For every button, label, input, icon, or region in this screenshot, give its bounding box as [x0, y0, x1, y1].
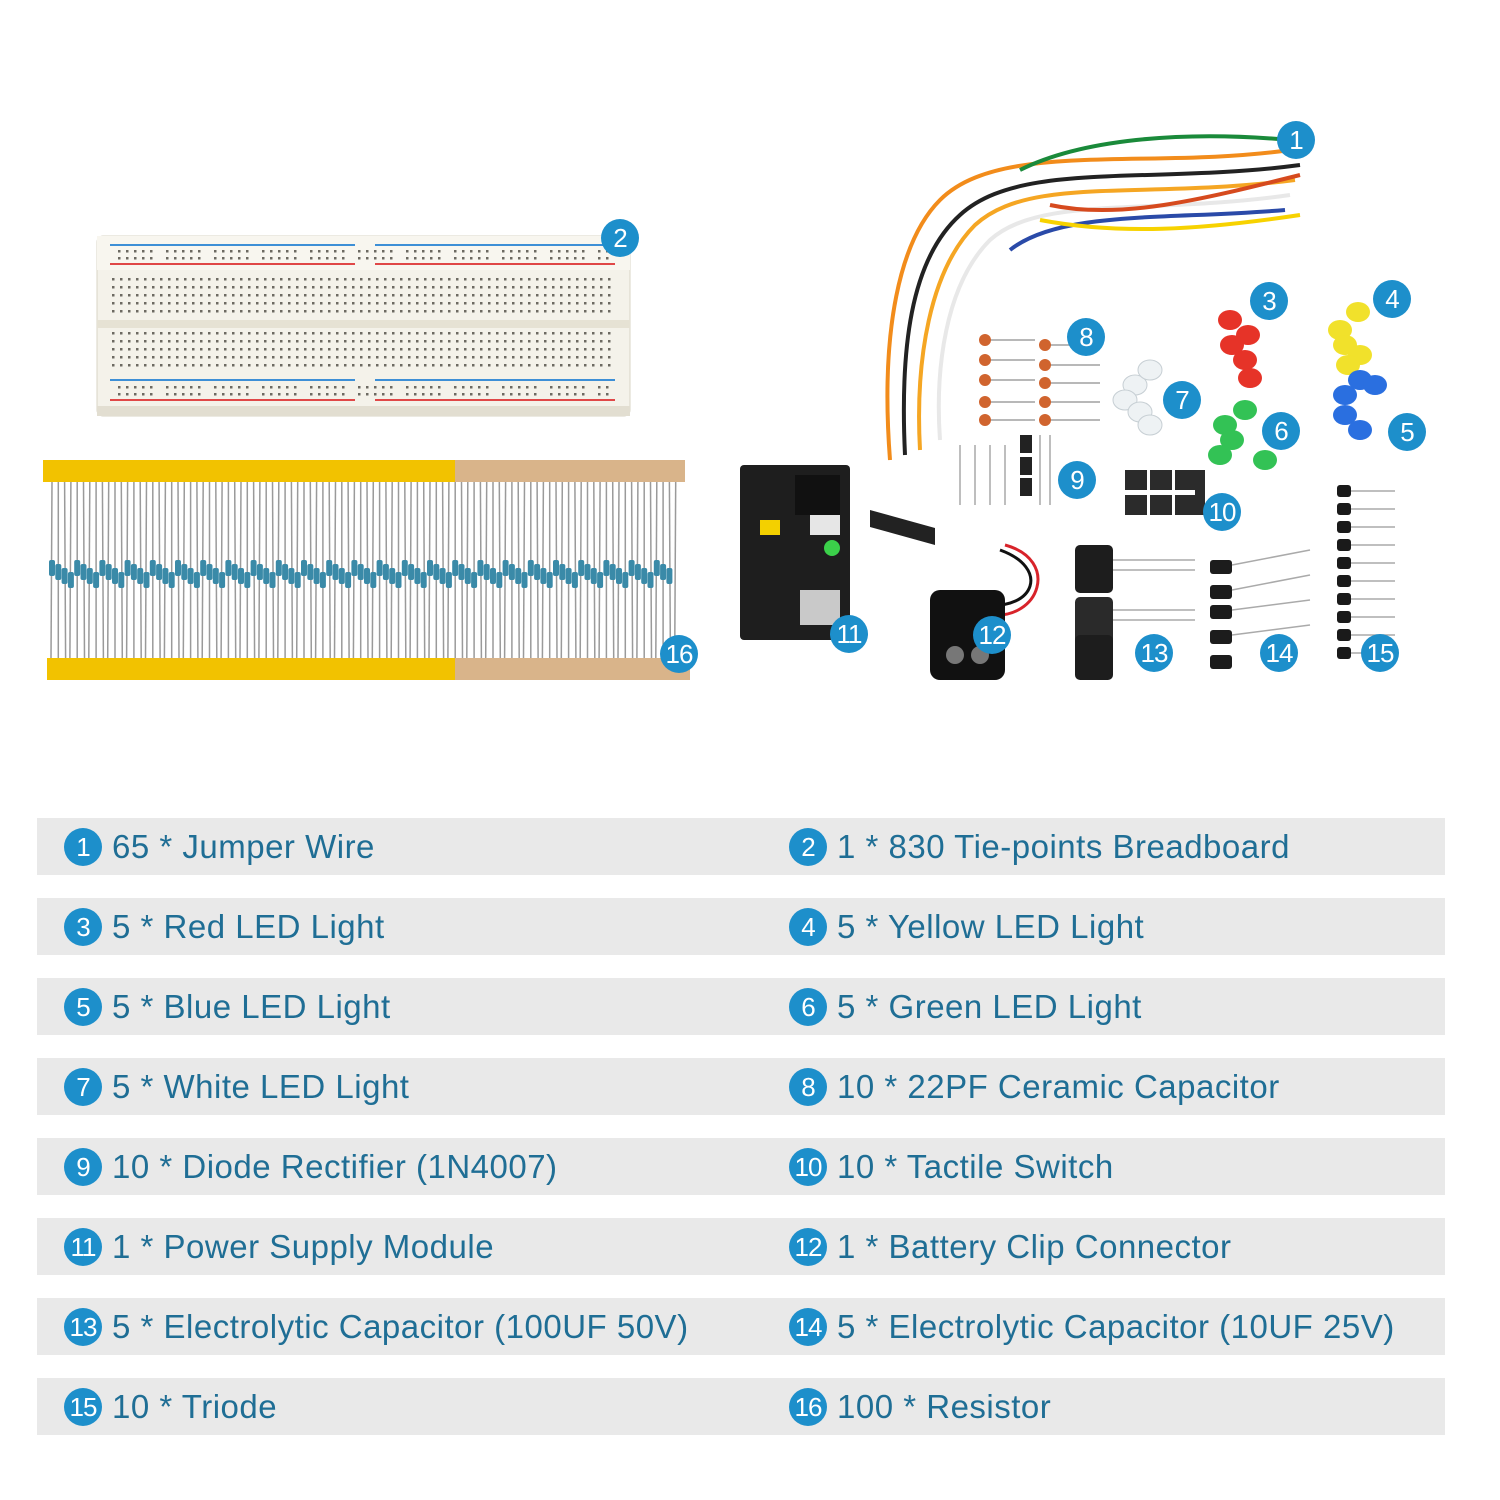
blue-leds-image: [1333, 370, 1387, 440]
legend-number-badge: 13: [64, 1307, 102, 1346]
legend-number-badge: 10: [789, 1147, 827, 1186]
breadboard-image: [96, 235, 631, 417]
callout-badge-1: 1: [1277, 121, 1315, 159]
legend-row: 7 5 * White LED Light 8 10 * 22PF Ceramic …: [37, 1058, 1445, 1115]
legend-item-label: 1 * Power Supply Module: [112, 1227, 495, 1265]
legend-item-label: 5 * Red LED Light: [112, 907, 385, 945]
legend-item-red-led: 3 5 * Red LED Light: [64, 898, 385, 955]
triodes-image: [1337, 485, 1395, 659]
electrolytic-capacitors-10uf-image: [1210, 549, 1311, 669]
callout-badge-14: 14: [1260, 634, 1298, 672]
legend-item-diode: 9 10 * Diode Rectifier (1N4007): [64, 1138, 558, 1195]
legend-item-label: 65 * Jumper Wire: [112, 827, 375, 865]
legend-number-badge: 7: [64, 1067, 102, 1106]
legend-number-badge: 9: [64, 1147, 102, 1186]
legend-item-white-led: 7 5 * White LED Light: [64, 1058, 409, 1115]
callout-badge-15: 15: [1361, 634, 1399, 672]
legend-row: 15 10 * Triode 16 100 * Resistor: [37, 1378, 1445, 1435]
callout-badge-5: 5: [1388, 413, 1426, 451]
legend-item-electrolytic-100uf: 13 5 * Electrolytic Capacitor (100UF 50V): [64, 1298, 689, 1355]
legend-number-badge: 4: [789, 907, 827, 946]
legend-item-label: 5 * Electrolytic Capacitor (10UF 25V): [837, 1307, 1395, 1345]
callout-badge-8: 8: [1067, 318, 1105, 356]
callout-badge-6: 6: [1262, 412, 1300, 450]
green-leds-image: [1208, 400, 1277, 470]
red-leds-image: [1218, 310, 1262, 388]
callout-badge-7: 7: [1163, 381, 1201, 419]
legend-row: 11 1 * Power Supply Module 12 1 * Battery …: [37, 1218, 1445, 1275]
callout-badge-4: 4: [1373, 280, 1411, 318]
legend-row: 13 5 * Electrolytic Capacitor (100UF 50V)…: [37, 1298, 1445, 1355]
jumper-wires-image: [885, 134, 1301, 461]
legend-number-badge: 1: [64, 827, 102, 866]
legend-item-green-led: 6 5 * Green LED Light: [789, 978, 1142, 1035]
callout-badge-16: 16: [660, 635, 698, 673]
legend-item-label: 100 * Resistor: [837, 1387, 1052, 1425]
electrolytic-capacitors-100uf-image: [1075, 545, 1195, 680]
callout-badge-9: 9: [1058, 461, 1096, 499]
legend-item-label: 5 * Yellow LED Light: [837, 907, 1145, 945]
legend-number-badge: 12: [789, 1227, 827, 1266]
callout-badge-13: 13: [1135, 634, 1173, 672]
legend-item-label: 1 * Battery Clip Connector: [837, 1227, 1232, 1265]
legend-item-label: 1 * 830 Tie-points Breadboard: [837, 827, 1290, 865]
legend-item-label: 5 * White LED Light: [112, 1067, 410, 1105]
legend-row: 9 10 * Diode Rectifier (1N4007) 10 10 * Ta…: [37, 1138, 1445, 1195]
diodes-image: [959, 435, 1051, 505]
tactile-switches-image: [1125, 470, 1205, 515]
legend-number-badge: 16: [789, 1387, 827, 1426]
legend-item-electrolytic-10uf: 14 5 * Electrolytic Capacitor (10UF 25V): [789, 1298, 1395, 1355]
legend-item-label: 10 * Diode Rectifier (1N4007): [112, 1147, 558, 1185]
legend-item-label: 10 * Tactile Switch: [837, 1147, 1114, 1185]
legend-number-badge: 6: [789, 987, 827, 1026]
legend-item-breadboard: 2 1 * 830 Tie-points Breadboard: [789, 818, 1290, 875]
legend-item-tactile-switch: 10 10 * Tactile Switch: [789, 1138, 1114, 1195]
callout-badge-12: 12: [973, 616, 1011, 654]
resistor-strip-image: [43, 460, 690, 680]
legend-item-battery-clip: 12 1 * Battery Clip Connector: [789, 1218, 1232, 1275]
legend-item-power-supply-module: 11 1 * Power Supply Module: [64, 1218, 494, 1275]
white-leds-image: [1112, 359, 1163, 436]
legend-number-badge: 8: [789, 1067, 827, 1106]
callout-badge-3: 3: [1250, 282, 1288, 320]
yellow-leds-image: [1328, 302, 1372, 375]
legend-number-badge: 14: [789, 1307, 827, 1346]
legend-item-label: 5 * Green LED Light: [837, 987, 1142, 1025]
legend-number-badge: 3: [64, 907, 102, 946]
legend-item-label: 5 * Electrolytic Capacitor (100UF 50V): [112, 1307, 689, 1345]
callout-badge-11: 11: [830, 615, 868, 653]
legend-item-triode: 15 10 * Triode: [64, 1378, 277, 1435]
legend-row: 5 5 * Blue LED Light 6 5 * Green LED Light: [37, 978, 1445, 1035]
legend-item-resistor: 16 100 * Resistor: [789, 1378, 1051, 1435]
legend-number-badge: 15: [64, 1387, 102, 1426]
ceramic-capacitors-image: [979, 334, 1100, 426]
callout-badge-2: 2: [601, 219, 639, 257]
callout-badge-10: 10: [1203, 493, 1241, 531]
legend-number-badge: 11: [64, 1227, 102, 1266]
legend-item-blue-led: 5 5 * Blue LED Light: [64, 978, 391, 1035]
legend-number-badge: 2: [789, 827, 827, 866]
legend-row: 3 5 * Red LED Light 4 5 * Yellow LED Light: [37, 898, 1445, 955]
battery-clip-image: [870, 510, 1040, 680]
legend-number-badge: 5: [64, 987, 102, 1026]
legend-item-jumper-wire: 1 65 * Jumper Wire: [64, 818, 375, 875]
legend-item-ceramic-capacitor: 8 10 * 22PF Ceramic Capacitor: [789, 1058, 1280, 1115]
legend-item-label: 10 * 22PF Ceramic Capacitor: [837, 1067, 1280, 1105]
power-supply-module-image: [740, 465, 850, 640]
legend-item-yellow-led: 4 5 * Yellow LED Light: [789, 898, 1144, 955]
legend-item-label: 5 * Blue LED Light: [112, 987, 391, 1025]
product-photo: [43, 134, 1395, 680]
legend-row: 1 65 * Jumper Wire 2 1 * 830 Tie-points Br…: [37, 818, 1445, 875]
legend-item-label: 10 * Triode: [112, 1387, 278, 1425]
